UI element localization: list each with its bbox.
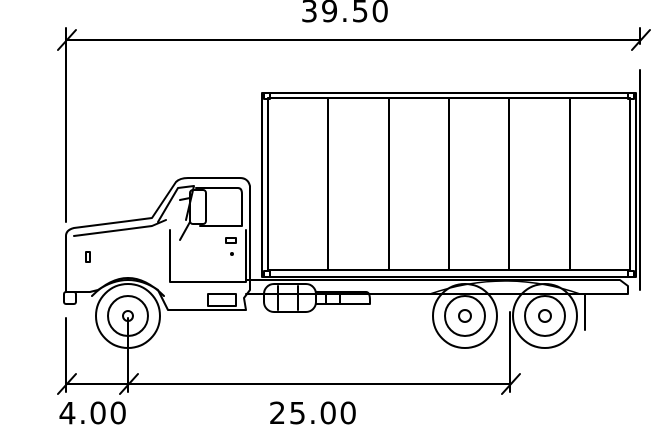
front-wheel — [95, 283, 161, 349]
side-mirror — [189, 189, 207, 225]
front-marker-light — [85, 251, 91, 263]
front-hub — [122, 310, 134, 322]
fuel-tank-assembly — [263, 283, 371, 313]
mirror-arm — [179, 197, 191, 241]
rear-hub-forward — [458, 309, 472, 323]
front-fender-arch — [91, 277, 165, 297]
hood-line — [73, 219, 167, 237]
front-overhang-label: 4.00 — [58, 397, 129, 432]
exhaust-pipe — [315, 291, 371, 305]
frame-rail — [245, 279, 629, 295]
cargo-corner-casting — [263, 92, 271, 100]
rear-wheel-arch — [429, 280, 581, 295]
truck-cab — [63, 177, 251, 311]
door-handle — [225, 237, 237, 244]
rear-rim-forward — [444, 295, 486, 337]
front-tire — [95, 283, 161, 349]
bottom-tick-rear-axle — [501, 373, 521, 395]
cargo-corner-casting — [627, 92, 635, 100]
cargo-corner-casting — [627, 270, 635, 278]
overall-tick-left — [57, 29, 77, 51]
bottom-tick-front-axle — [119, 373, 139, 395]
cargo-box — [261, 92, 637, 278]
rear-hub-aft — [538, 309, 552, 323]
overall-length-label: 39.50 — [300, 0, 391, 30]
cab-step — [207, 293, 237, 307]
windshield — [157, 185, 195, 223]
chassis-frame — [245, 279, 629, 331]
rear-rim-aft — [524, 295, 566, 337]
overall-length-dimension: 39.50 — [57, 0, 651, 291]
cab-outline — [65, 177, 251, 311]
side-window — [195, 187, 243, 227]
fuel-tank — [263, 283, 317, 313]
cab-door — [169, 229, 247, 283]
cargo-corner-casting — [263, 270, 271, 278]
door-lock — [230, 252, 234, 256]
bottom-tick-front — [57, 373, 77, 395]
overall-tick-right — [631, 29, 651, 51]
front-bumper — [63, 291, 77, 305]
wheelbase-label: 25.00 — [268, 397, 359, 432]
cargo-box-outline — [261, 92, 637, 278]
front-rim — [107, 295, 149, 337]
bottom-dimensions: 4.00 25.00 — [57, 311, 521, 432]
